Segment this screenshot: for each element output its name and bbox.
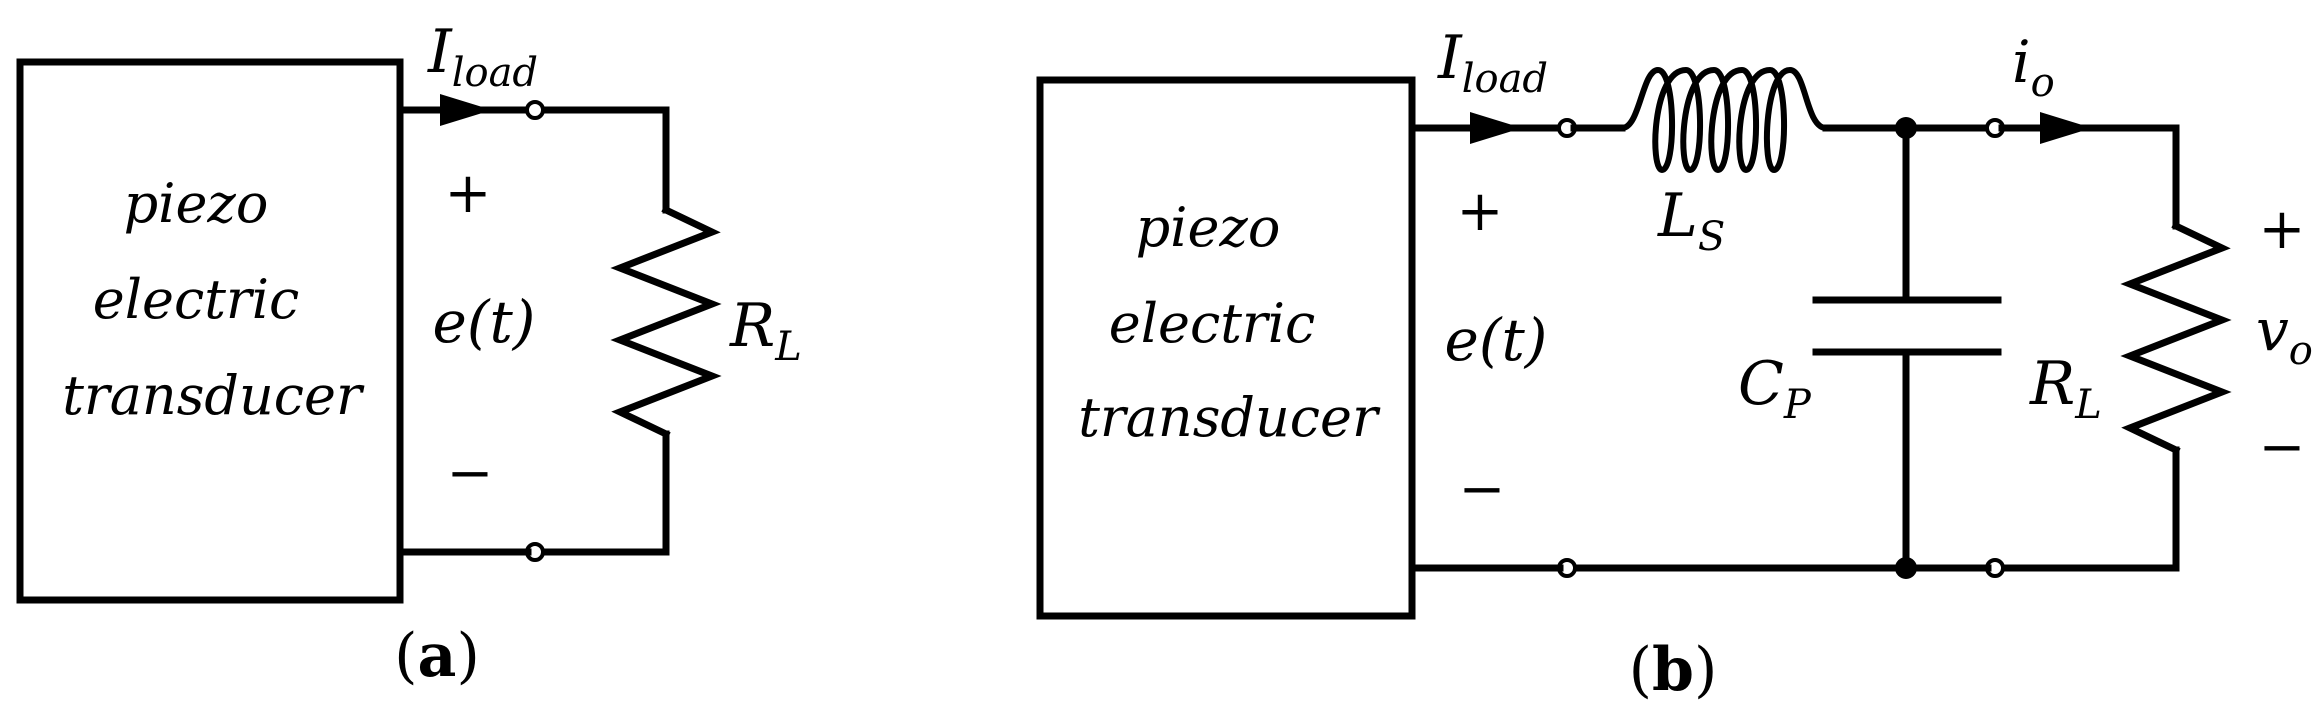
current-label-b: Iload [1437, 23, 1548, 102]
terminal-a-top[interactable] [525, 100, 545, 120]
resistor-label-b: RL [2029, 349, 2102, 428]
resistor-a [610, 205, 722, 439]
panel-b: piezo electric transducer Iloa [1036, 23, 2313, 705]
transducer-block-a [16, 58, 404, 604]
plus-sign-a: + [445, 161, 492, 226]
output-current-arrow [2040, 112, 2092, 144]
inductor-label: LS [1657, 181, 1725, 260]
output-plus-sign: + [2259, 197, 2306, 262]
caption-a: (a) [394, 621, 480, 691]
block-a-line2: electric [93, 268, 299, 331]
current-arrow-b [1470, 112, 1522, 144]
minus-sign-a: − [447, 441, 494, 506]
output-minus-sign: − [2259, 415, 2306, 480]
resistor-b [2120, 221, 2232, 455]
wire-b-top-right [1998, 124, 2180, 230]
resistor-label-a: RL [729, 291, 802, 370]
wire-a-right-bottom [538, 430, 670, 556]
block-b-line3: transducer [1078, 386, 1381, 449]
block-a-line1: piezo [124, 172, 269, 235]
block-b-line2: electric [1109, 292, 1315, 355]
source-label-b: e(t) [1445, 306, 1548, 374]
panel-a: piezo electric transducer Iload + e(t) −… [16, 17, 802, 691]
transducer-block-b [1036, 76, 1416, 620]
current-arrow-a [440, 94, 492, 126]
caption-b: (b) [1629, 635, 1718, 705]
output-current-label: io [2012, 28, 2055, 106]
block-b-line1: piezo [1136, 196, 1281, 259]
minus-sign-b: − [1459, 457, 1506, 522]
block-a-line3: transducer [62, 364, 365, 427]
output-voltage-label: vo [2256, 296, 2313, 374]
wire-a-top-right [538, 106, 670, 214]
source-label-a: e(t) [433, 288, 536, 356]
capacitor-label: CP [1738, 349, 1812, 428]
current-label-a: Iload [427, 17, 538, 96]
wire-b-right-bottom [1998, 446, 2180, 572]
plus-sign-b: + [1457, 179, 1504, 244]
inductor-ls [1621, 66, 1827, 174]
